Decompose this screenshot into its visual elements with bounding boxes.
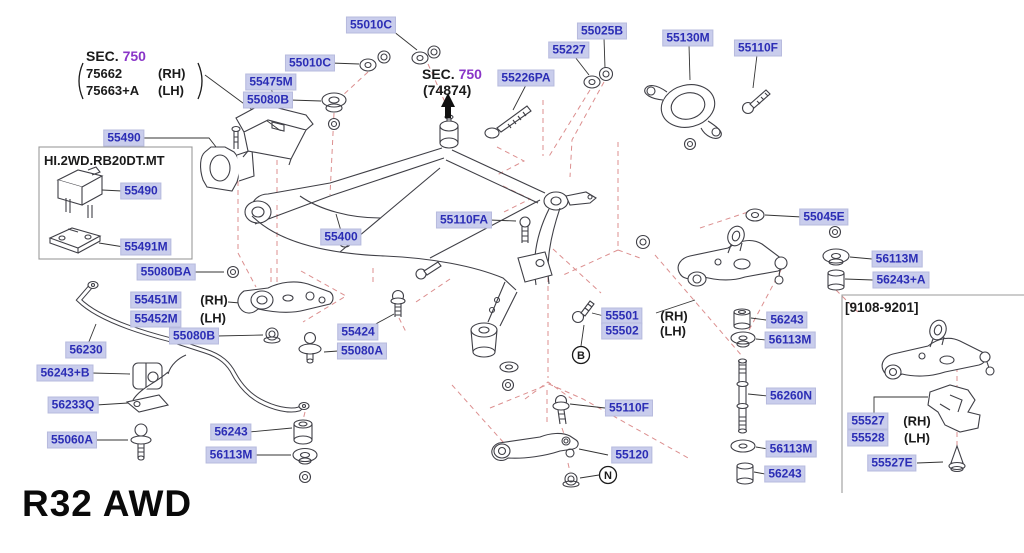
part-label-56113m-3[interactable]: 56113M bbox=[205, 446, 257, 464]
part-label-55120[interactable]: 55120 bbox=[611, 446, 653, 464]
part-label-56243-3[interactable]: 56243 bbox=[764, 465, 806, 483]
part-label-55130m[interactable]: 55130M bbox=[662, 29, 714, 47]
sec-left-row1-part: 75662 bbox=[86, 66, 123, 81]
part-label-55424[interactable]: 55424 bbox=[337, 323, 379, 341]
lh-marker-55452m: (LH) bbox=[200, 310, 226, 326]
part-label-55110f-1[interactable]: 55110F bbox=[733, 39, 783, 57]
callout-n-letter: N bbox=[604, 470, 612, 482]
front-lower-arm-drawing bbox=[237, 281, 334, 344]
sec-left-row2-part: 75663+A bbox=[86, 83, 140, 98]
section-note-left: SEC. 750 bbox=[86, 48, 146, 64]
mount-55490-drawing bbox=[200, 125, 255, 192]
sec-word: SEC. bbox=[86, 48, 119, 64]
part-label-55528[interactable]: 55528 bbox=[847, 429, 889, 447]
sec750-arrow bbox=[441, 93, 455, 118]
part-label-55227[interactable]: 55227 bbox=[548, 41, 590, 59]
leader-lines bbox=[87, 30, 944, 479]
part-label-55452m[interactable]: 55452M bbox=[130, 310, 182, 328]
loose-bolts-drawings bbox=[298, 216, 531, 364]
callout-circle-n: N bbox=[598, 465, 618, 485]
part-label-55110fa[interactable]: 55110FA bbox=[435, 211, 493, 229]
stabilizer-bar-drawing bbox=[75, 280, 318, 484]
lh-marker-55502: (LH) bbox=[660, 323, 686, 339]
part-label-55490-1[interactable]: 55490 bbox=[103, 129, 145, 147]
part-label-56113m-2[interactable]: 56113M bbox=[764, 331, 816, 349]
part-label-55025b[interactable]: 55025B bbox=[576, 22, 628, 40]
part-label-55226pa[interactable]: 55226PA bbox=[497, 69, 555, 87]
part-label-55080b-1[interactable]: 55080B bbox=[242, 91, 294, 109]
part-label-56243-1[interactable]: 56243 bbox=[766, 311, 808, 329]
part-label-56243b[interactable]: 56243+B bbox=[36, 364, 94, 382]
part-label-56243a[interactable]: 56243+A bbox=[872, 271, 930, 289]
part-label-55491m[interactable]: 55491M bbox=[120, 238, 172, 256]
part-label-55502[interactable]: 55502 bbox=[601, 322, 643, 340]
left-inset-heading: HI.2WD.RB20DT.MT bbox=[44, 153, 165, 168]
callout-b-letter: B bbox=[577, 350, 585, 362]
part-label-55060a[interactable]: 55060A bbox=[46, 431, 98, 449]
part-label-56230[interactable]: 56230 bbox=[65, 341, 107, 359]
radius-rod-55120-drawing bbox=[491, 394, 580, 488]
rh-marker-55501: (RH) bbox=[660, 308, 688, 324]
rh-marker-55527: (RH) bbox=[903, 413, 931, 429]
sec-left-row2-side: (LH) bbox=[158, 83, 184, 98]
left-inset-panel-border bbox=[38, 146, 193, 260]
part-label-56260n[interactable]: 56260N bbox=[765, 387, 817, 405]
upper-arm-55130M-drawing bbox=[644, 84, 722, 151]
diagram-title: R32 AWD bbox=[22, 483, 193, 524]
stabilizer-link-drawing bbox=[730, 308, 756, 485]
part-label-55080ba[interactable]: 55080BA bbox=[136, 263, 196, 281]
rh-marker-55451m: (RH) bbox=[200, 292, 228, 308]
right-inset-heading: [9108-9201] bbox=[845, 300, 919, 315]
subframe-drawing bbox=[244, 114, 597, 358]
sec-number: 750 bbox=[122, 48, 146, 64]
part-label-55475m[interactable]: 55475M bbox=[245, 73, 297, 91]
sec-left-row1-side: (RH) bbox=[158, 66, 186, 81]
part-label-55451m[interactable]: 55451M bbox=[130, 291, 182, 309]
part-label-55110f-2[interactable]: 55110F bbox=[604, 399, 654, 417]
part-label-55080a[interactable]: 55080A bbox=[336, 342, 388, 360]
part-label-55527[interactable]: 55527 bbox=[847, 412, 889, 430]
part-label-56233q[interactable]: 56233Q bbox=[47, 396, 99, 414]
part-label-56113m-4[interactable]: 56113M bbox=[765, 440, 817, 458]
part-label-55490-2[interactable]: 55490 bbox=[120, 182, 162, 200]
callout-circle-b: B bbox=[571, 345, 591, 365]
parentheses-marks bbox=[78, 62, 203, 100]
part-label-55010c-2[interactable]: 55010C bbox=[284, 54, 336, 72]
part-label-55045e[interactable]: 55045E bbox=[799, 208, 849, 226]
left-inset-parts bbox=[48, 166, 104, 254]
right-inset-panel-border bbox=[841, 294, 1024, 493]
red-dashed-lines bbox=[237, 63, 958, 473]
part-label-55400[interactable]: 55400 bbox=[320, 228, 362, 246]
section-note-center-sub: (74874) bbox=[423, 82, 472, 98]
top-hardware-drawings bbox=[226, 45, 771, 392]
bracket-55475M-drawing bbox=[235, 103, 314, 166]
rear-lower-arm-drawing bbox=[571, 208, 850, 324]
section-note-center: SEC. 750 bbox=[422, 66, 482, 82]
lh-marker-55528: (LH) bbox=[904, 430, 930, 446]
sec-number: 750 bbox=[458, 66, 482, 82]
right-inset-parts bbox=[881, 319, 995, 473]
part-label-55080b-2[interactable]: 55080B bbox=[168, 327, 220, 345]
part-label-55010c-1[interactable]: 55010C bbox=[345, 16, 397, 34]
part-label-55527e[interactable]: 55527E bbox=[867, 454, 917, 472]
part-label-56243-2[interactable]: 56243 bbox=[210, 423, 252, 441]
sec-word: SEC. bbox=[422, 66, 455, 82]
part-label-56113m-1[interactable]: 56113M bbox=[871, 250, 923, 268]
